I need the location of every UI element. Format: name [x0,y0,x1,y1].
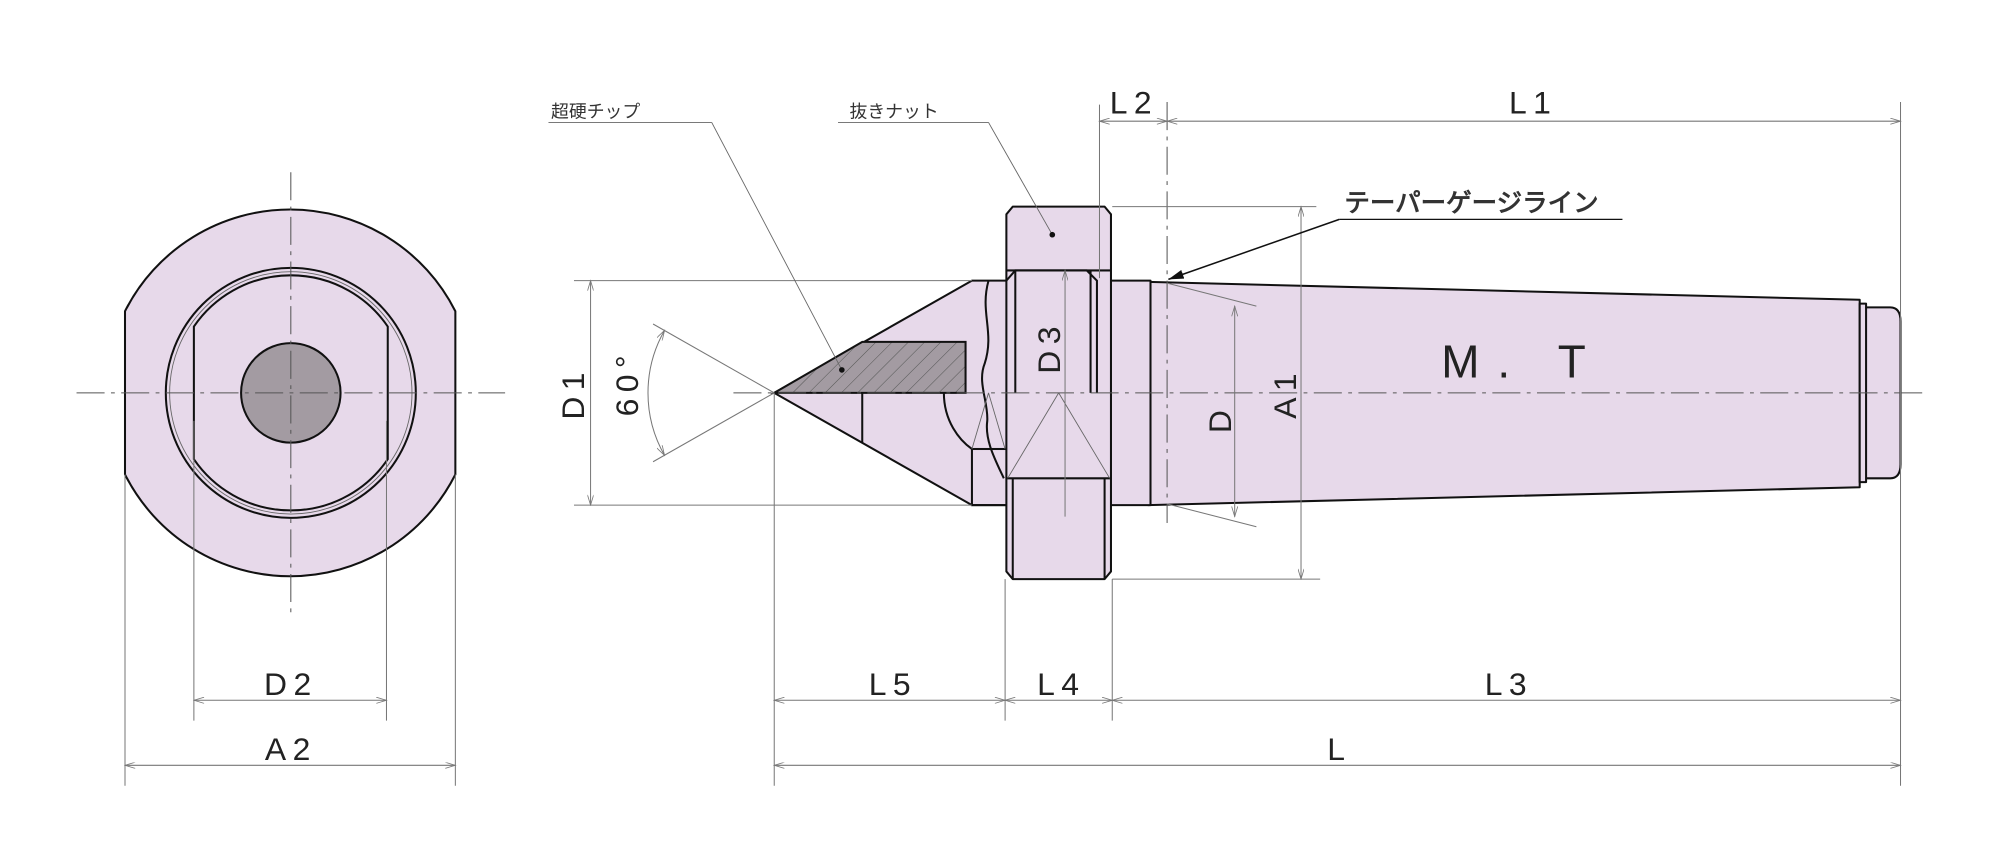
callout-arrow [1168,218,1340,281]
bore-line [988,392,1006,450]
angle-arc [647,330,665,455]
cone-line [1007,392,1060,479]
dim-label-l1: L1 [1509,85,1557,121]
morse-taper-label: M. T [1441,336,1603,388]
nut-thread [1005,269,1098,393]
side-view: D1 60° D3 D A1 L2 L1 L5 L4 L3 [548,85,1924,786]
dim-label-l4: L4 [1037,666,1085,702]
dim-label-l: L [1327,731,1351,767]
angle-ext-line [652,392,775,463]
dim-label-d1: D1 [555,366,591,420]
callout-taper-gauge-line: テーパーゲージライン [1344,189,1598,219]
ext-line [1166,503,1257,528]
leader-dot [839,367,845,373]
bore-line [971,392,989,450]
break-line [981,280,1005,479]
taper-shank [1146,280,1861,507]
end-view: D2 A2 [76,172,506,786]
dim-label-angle: 60° [609,349,645,416]
callout-extraction-nut: 抜きナット [849,101,938,122]
callout-leader [711,122,843,371]
dim-label-l3: L3 [1485,666,1533,702]
dim-label-d: D [1202,404,1238,433]
callout-carbide-tip: 超硬チップ [551,101,640,122]
dim-label-a1: A1 [1267,367,1303,419]
dim-label-l5: L5 [869,666,917,702]
dim-label-a2: A2 [265,731,317,767]
end-view-inner-flats [192,274,389,512]
ext-line [1166,282,1257,307]
callout-leader [988,122,1053,235]
dim-label-d3: D3 [1031,320,1067,374]
cone-line [1058,392,1111,479]
carbide-tip [770,340,967,394]
leader-dot [1049,231,1056,238]
dim-label-d2: D2 [264,666,318,702]
angle-ext-line [652,323,775,394]
dim-label-l2: L2 [1110,85,1158,121]
bore-arc [942,392,973,450]
